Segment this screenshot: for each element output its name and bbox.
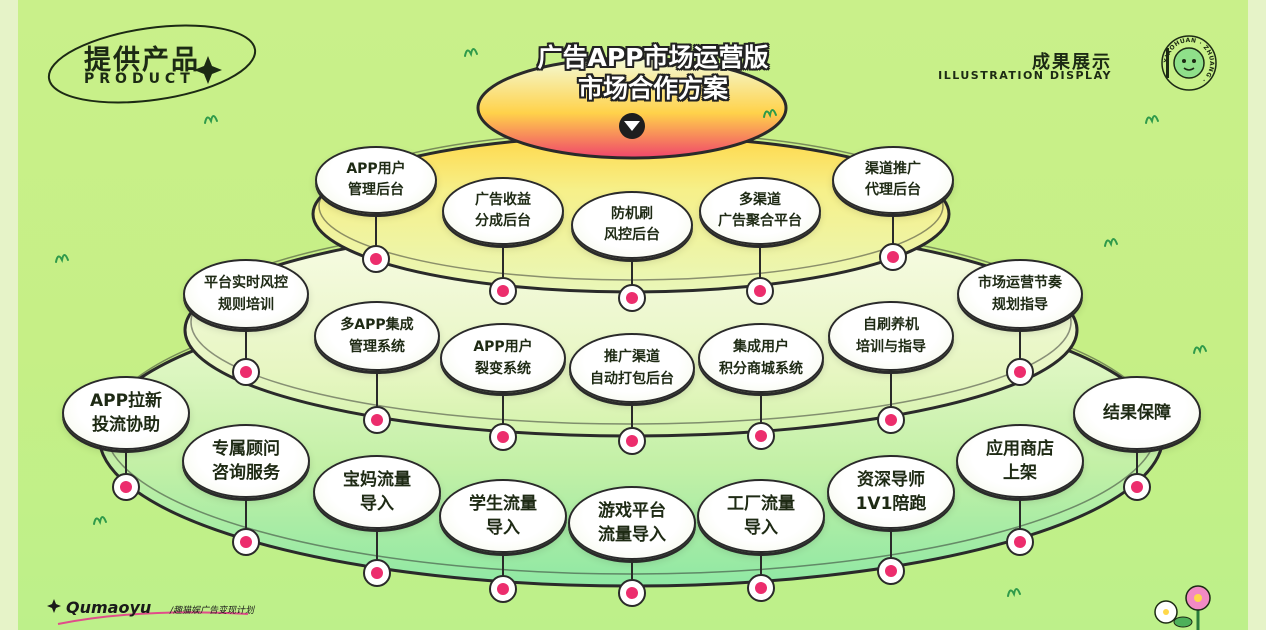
tier-bottom-item: 结果保障 — [1073, 376, 1201, 450]
display-subtitle: ILLUSTRATION DISPLAY — [938, 69, 1112, 82]
sparkle-icon — [194, 56, 222, 84]
main-title-line1: 广告APP市场运营版 — [537, 43, 769, 72]
tier-bottom-item: 游戏平台 流量导入 — [568, 486, 696, 560]
tier-middle-item: 多APP集成 管理系统 — [314, 301, 440, 371]
flower-decoration — [1154, 585, 1211, 630]
connector-stem — [502, 358, 504, 437]
section-subtitle: PRODUCT — [84, 71, 195, 87]
connector-stem — [890, 336, 892, 420]
tier-middle-item: 平台实时风控 规则培训 — [183, 259, 309, 329]
tier-bottom-item: APP拉新 投流协助 — [62, 376, 190, 450]
connector-dot — [363, 406, 391, 434]
logo-outline — [47, 24, 257, 104]
connector-stem — [759, 211, 761, 291]
connector-stem — [125, 413, 127, 487]
connector-stem — [1136, 413, 1138, 487]
grass-doodles — [55, 48, 1207, 598]
connector-dot — [618, 427, 646, 455]
connector-dot — [877, 406, 905, 434]
connector-dot — [489, 575, 517, 603]
tier-middle-item: 自刷养机 培训与指导 — [828, 301, 954, 371]
connector-dot — [879, 243, 907, 271]
connector-stem — [502, 211, 504, 291]
connector-dot — [363, 559, 391, 587]
connector-stem — [760, 358, 762, 436]
cap-disc — [476, 56, 788, 160]
section-title: 提供产品 — [84, 45, 200, 76]
tier-top-item: 多渠道 广告聚合平台 — [699, 177, 821, 245]
connector-dot — [618, 579, 646, 607]
tier-bottom-item: 宝妈流量 导入 — [313, 455, 441, 529]
brand-logo: XIAOHUAN · ZHUANG · — [1161, 35, 1217, 91]
header-divider — [1166, 48, 1169, 78]
tier-top-item: APP用户 管理后台 — [315, 146, 437, 214]
connector-dot — [489, 423, 517, 451]
connector-dot — [1123, 473, 1151, 501]
connector-stem — [376, 336, 378, 420]
main-title-line2: 市场合作方案 — [577, 74, 728, 103]
tier-bottom-item: 工厂流量 导入 — [697, 479, 825, 553]
connector-stem — [631, 368, 633, 441]
tier-bottom-item: 学生流量 导入 — [439, 479, 567, 553]
connector-stem — [1019, 461, 1021, 542]
connector-dot — [1006, 358, 1034, 386]
tier-bottom-item: 应用商店 上架 — [956, 424, 1084, 498]
main-title: 广告APP市场运营版 市场合作方案 — [498, 42, 808, 104]
tier-middle-item: 市场运营节奏 规划指导 — [957, 259, 1083, 329]
down-triangle-icon — [624, 121, 640, 131]
tier-middle-item: 推广渠道 自动打包后台 — [569, 333, 695, 403]
connector-dot — [232, 528, 260, 556]
connector-stem — [631, 225, 633, 298]
connector-dot — [112, 473, 140, 501]
connector-dot — [618, 284, 646, 312]
connector-stem — [890, 492, 892, 571]
tier-top-item: 渠道推广 代理后台 — [832, 146, 954, 214]
connector-dot — [1006, 528, 1034, 556]
connector-dot — [747, 574, 775, 602]
poster-canvas: XIAOHUAN · ZHUANG · 提供产品 PRODUC — [18, 0, 1248, 630]
connector-dot — [489, 277, 517, 305]
tier-top-item: 防机刷 风控后台 — [571, 191, 693, 259]
connector-dot — [232, 358, 260, 386]
display-title: 成果展示 — [1032, 52, 1112, 73]
brand-name: Qumaoyu — [66, 598, 152, 617]
connector-stem — [245, 461, 247, 542]
tier-top-item: 广告收益 分成后台 — [442, 177, 564, 245]
connector-stem — [1019, 294, 1021, 372]
connector-dot — [746, 277, 774, 305]
tier-bottom-item: 资深导师 1V1陪跑 — [827, 455, 955, 529]
connector-stem — [892, 180, 894, 257]
connector-dot — [747, 422, 775, 450]
brand-underline — [57, 611, 249, 625]
connector-stem — [376, 492, 378, 573]
connector-stem — [375, 180, 377, 259]
sparkle-small-icon — [47, 599, 61, 613]
tier-bottom-item: 专属顾问 咨询服务 — [182, 424, 310, 498]
connector-dot — [362, 245, 390, 273]
connector-stem — [245, 294, 247, 372]
tier-middle-item: 集成用户 积分商城系统 — [698, 323, 824, 393]
connector-dot — [877, 557, 905, 585]
tier-middle-item: APP用户 裂变系统 — [440, 323, 566, 393]
brand-tagline: /趣猫娱广告变现计划 — [170, 606, 255, 616]
